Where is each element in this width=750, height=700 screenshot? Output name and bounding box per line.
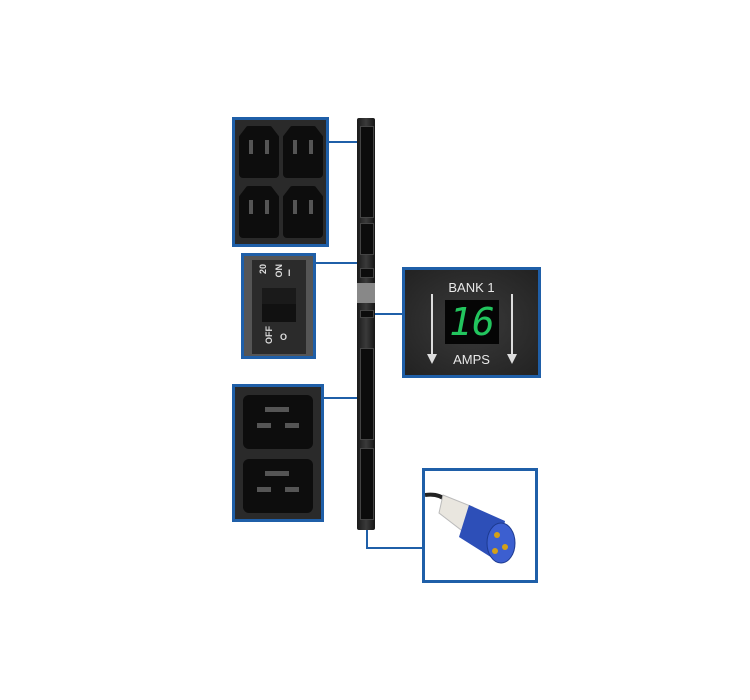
breaker-off-label: OFF bbox=[264, 326, 274, 344]
display-bank-label: BANK 1 bbox=[448, 280, 495, 295]
c13-outlet bbox=[239, 126, 279, 178]
c13-outlet bbox=[283, 186, 323, 238]
outlet-column bbox=[360, 223, 374, 255]
display-amps-label: AMPS bbox=[453, 352, 490, 367]
arrow-down-icon bbox=[427, 294, 437, 364]
callout-line-c19 bbox=[324, 397, 357, 399]
pdu-strip bbox=[357, 118, 375, 530]
breaker-on-symbol: I bbox=[288, 268, 291, 278]
c13-outlet bbox=[239, 186, 279, 238]
blue-plug-icon bbox=[424, 492, 516, 564]
breaker-off-symbol: O bbox=[280, 332, 288, 342]
outlet-column bbox=[360, 348, 374, 440]
amp-display-callout: BANK 1 16 AMPS bbox=[402, 267, 541, 378]
c13-outlets-callout bbox=[232, 117, 329, 247]
c19-outlet bbox=[243, 395, 313, 449]
breaker-rating: 20 bbox=[258, 264, 268, 275]
callout-line-c13 bbox=[329, 141, 357, 143]
callout-line-plug-v bbox=[366, 530, 368, 549]
arrow-down-icon bbox=[507, 294, 517, 364]
outlet-column bbox=[360, 126, 374, 218]
callout-line-breaker bbox=[316, 262, 357, 264]
breaker-switch[interactable] bbox=[262, 288, 296, 322]
breaker-face: 20 ON I OFF O bbox=[252, 260, 306, 354]
outlet-column bbox=[360, 448, 374, 520]
c19-outlet bbox=[243, 459, 313, 513]
amp-reading: 16 bbox=[445, 300, 499, 344]
callout-line-display bbox=[375, 313, 402, 315]
c19-outlets-callout bbox=[232, 384, 324, 522]
callout-line-plug-h bbox=[366, 547, 422, 549]
iec-plug-callout bbox=[422, 468, 538, 583]
breaker-mini bbox=[360, 268, 374, 278]
display-mini bbox=[360, 310, 374, 318]
c13-outlet bbox=[283, 126, 323, 178]
display-band bbox=[357, 283, 375, 303]
breaker-callout: 20 ON I OFF O bbox=[241, 253, 316, 359]
breaker-on-label: ON bbox=[274, 264, 284, 278]
